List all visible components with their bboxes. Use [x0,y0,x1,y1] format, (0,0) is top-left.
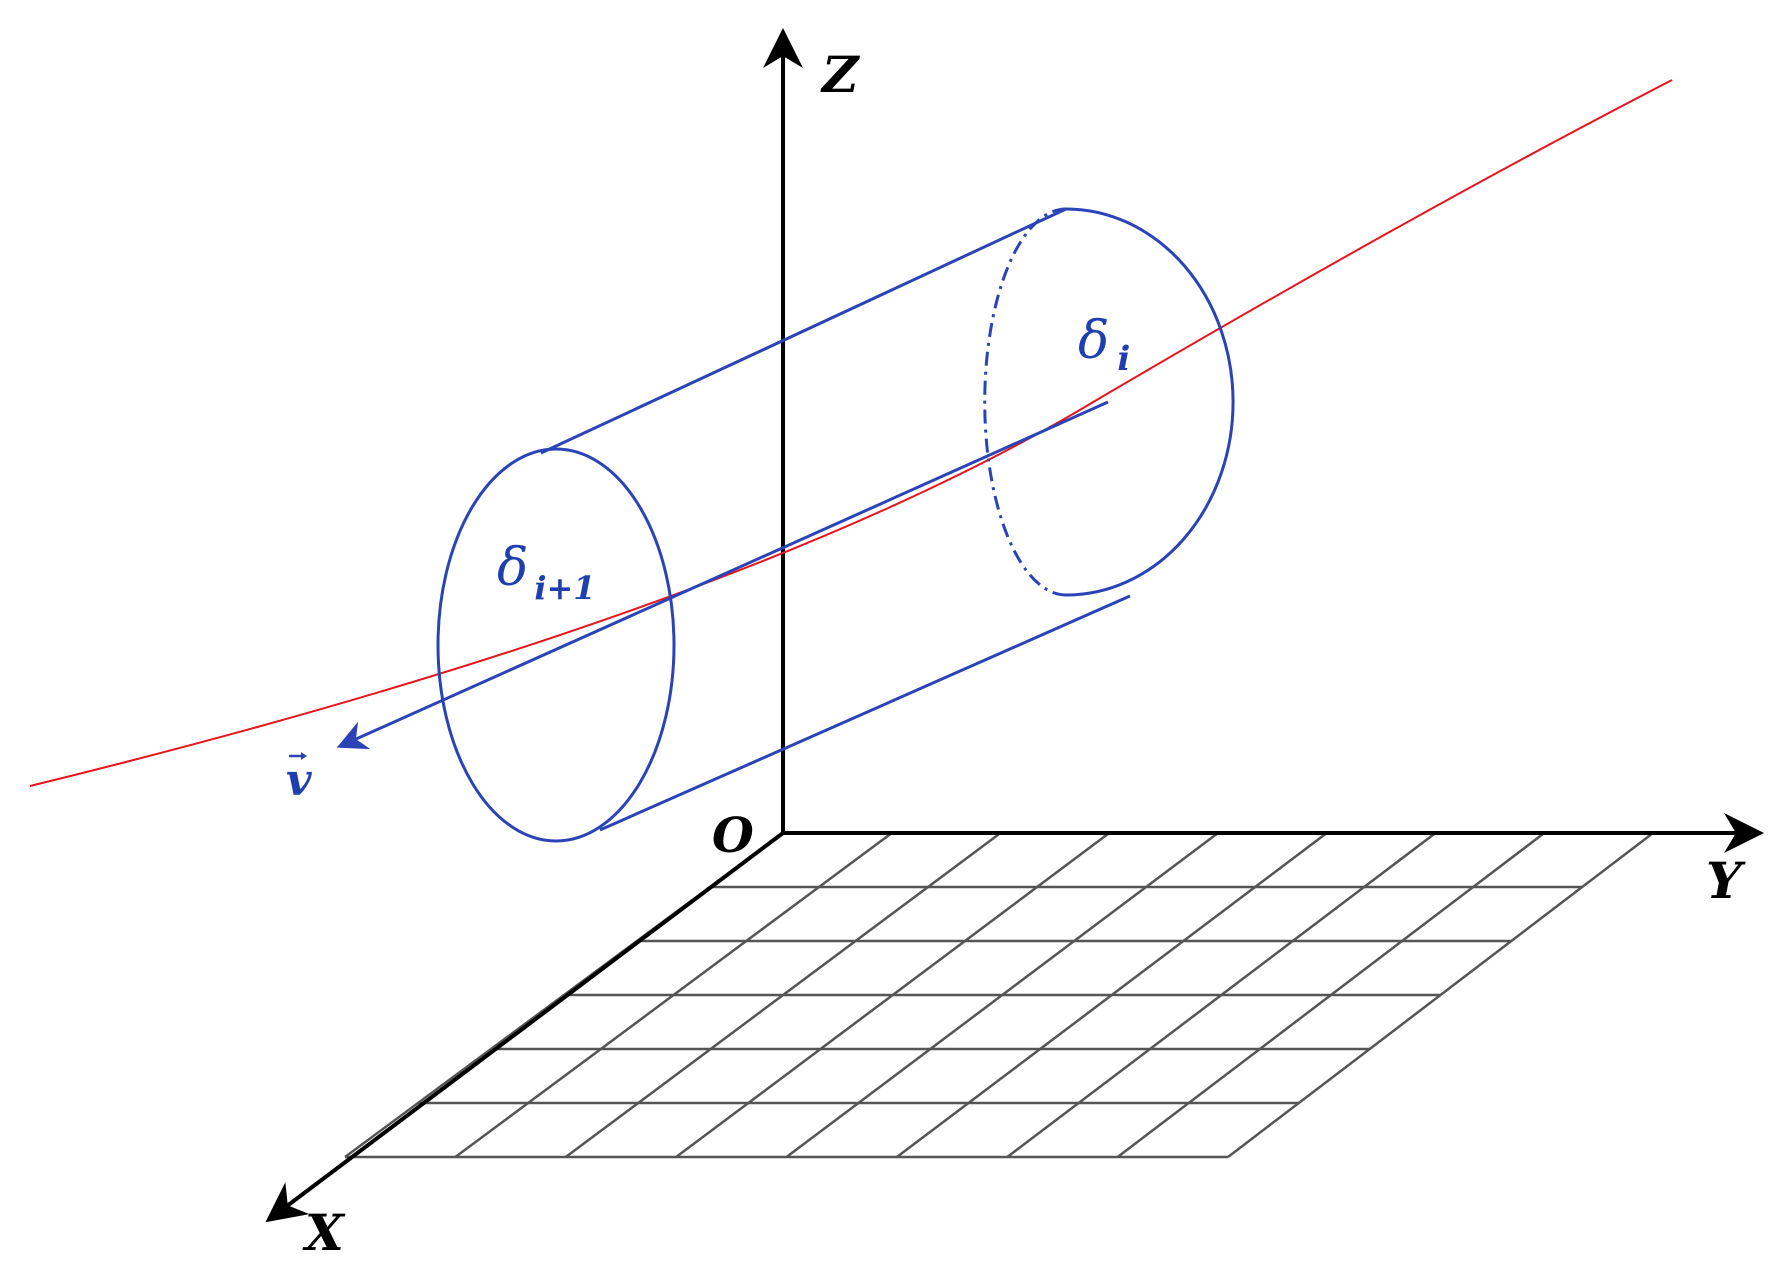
ellipse-delta-i-hidden-arc [983,207,1067,597]
velocity-vector [336,400,1109,750]
grid-line-col [675,831,1110,1159]
delta-i-subscript: i [1117,339,1130,379]
y-axis-label: Y [1706,851,1746,910]
grid-line-col [1227,832,1654,1158]
cylinder-top-edge [540,207,1067,455]
origin-label: O [712,808,754,864]
delta-i-plus-1-subscript: i+1 [534,569,595,607]
velocity-symbol: v [286,755,312,806]
ellipse-delta-i-plus-1 [436,447,676,843]
delta-i-symbol: δ [1078,311,1109,371]
velocity-arrow-accent-head [301,752,307,760]
cylinder [336,207,1235,843]
axes [265,28,1764,1223]
x-axis [265,831,785,1223]
cylinder-bottom-edge [599,594,1131,832]
trajectory-curve [29,79,1673,787]
grid-line-col [785,832,1219,1158]
ground-grid [344,831,1654,1159]
grid-line-col [896,832,1328,1158]
grid-line-col [565,831,1002,1159]
delta-i-plus-1-symbol: δ [497,538,528,598]
grid-line-col [454,831,893,1159]
velocity-label: v [286,752,312,806]
z-axis-label: Z [820,45,861,104]
x-axis-label: X [302,1203,346,1262]
ellipse-delta-i-front-arc [1065,207,1235,597]
grid-line-col [1006,832,1437,1158]
grid-line-col [1116,832,1546,1158]
